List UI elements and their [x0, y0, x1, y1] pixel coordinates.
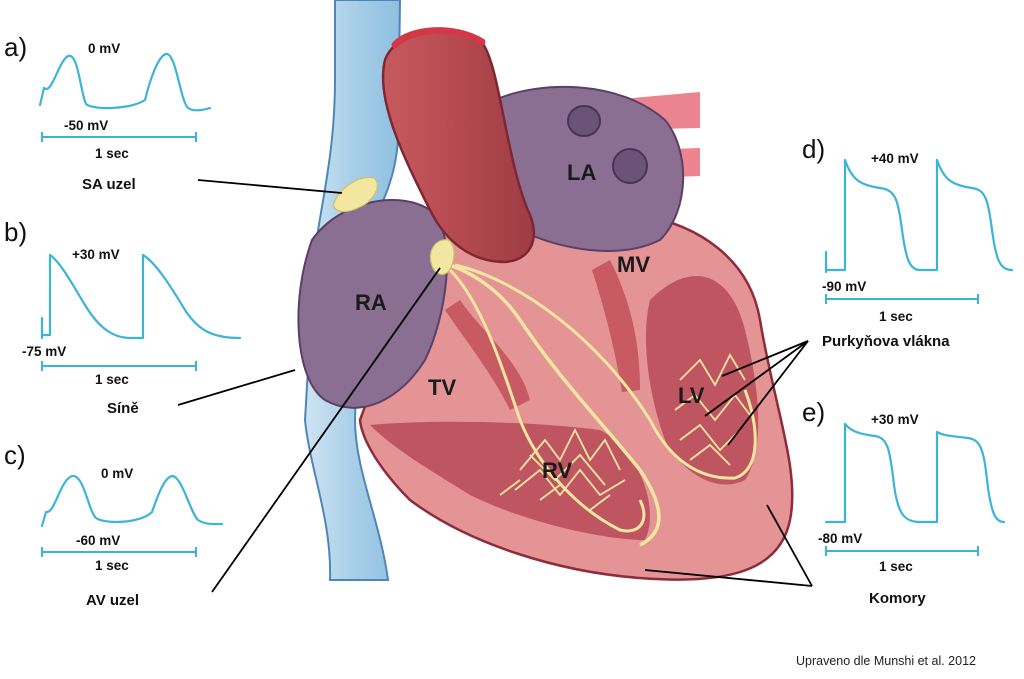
- action-potential-trace: [40, 253, 242, 340]
- panel-d-purkinje-fibers: d) +40 mV -90 mV 1 sec Purkyňova vlákna: [802, 134, 1014, 350]
- pointer-ventricles-2: [644, 569, 813, 587]
- bottom-voltage: -75 mV: [22, 344, 66, 359]
- panel-name: SA uzel: [82, 176, 136, 193]
- label-la: LA: [567, 160, 596, 185]
- time-scale-label: 1 sec: [879, 559, 913, 574]
- bottom-voltage: -90 mV: [822, 279, 866, 294]
- purkinje-network-lv: [674, 353, 751, 466]
- time-scale-bar: [41, 132, 197, 142]
- panel-b-atria: b) +30 mV -75 mV 1 sec Síně: [4, 217, 242, 417]
- sa-node: [332, 176, 378, 213]
- label-tv: TV: [428, 375, 456, 400]
- panel-name: AV uzel: [86, 592, 139, 609]
- label-mv: MV: [617, 252, 650, 277]
- panel-c-av-node: c) 0 mV -60 mV 1 sec AV uzel: [4, 440, 224, 609]
- right-ventricle-cavity: [370, 421, 650, 540]
- pointer-purkinje-2: [704, 340, 809, 417]
- pointer-atria: [177, 369, 296, 406]
- av-node: [429, 239, 455, 275]
- bottom-voltage: -80 mV: [818, 531, 862, 546]
- pulmonary-vein-opening-1: [567, 105, 601, 137]
- panel-letter: d): [802, 134, 825, 164]
- panel-letter: b): [4, 217, 27, 247]
- time-scale-bar: [825, 294, 979, 304]
- left-bundle-branch: [454, 263, 757, 480]
- top-voltage: 0 mV: [101, 466, 133, 481]
- label-rv: RV: [542, 458, 572, 483]
- time-scale-bar: [41, 361, 197, 371]
- pulmonary-vein-opening-2: [612, 148, 648, 184]
- bottom-voltage: -50 mV: [64, 118, 108, 133]
- panel-name: Purkyňova vlákna: [822, 333, 950, 350]
- time-scale-bar: [41, 547, 197, 557]
- left-ventricle-cavity: [645, 276, 759, 485]
- papillary-muscle-lv: [592, 260, 640, 392]
- top-voltage: 0 mV: [88, 41, 120, 56]
- label-ra: RA: [355, 290, 387, 315]
- label-lv: LV: [678, 383, 705, 408]
- action-potential-trace: [40, 474, 224, 528]
- action-potential-trace: [824, 158, 1014, 274]
- panel-a-sa-node: a) 0 mV -50 mV 1 sec SA uzel: [4, 32, 212, 193]
- pointer-sa-node: [197, 179, 343, 194]
- time-scale-label: 1 sec: [95, 372, 129, 387]
- pointer-purkinje-3: [727, 340, 809, 446]
- bottom-voltage: -60 mV: [76, 533, 120, 548]
- time-scale-label: 1 sec: [95, 146, 129, 161]
- panel-letter: c): [4, 440, 26, 470]
- action-potential-trace: [38, 52, 212, 112]
- action-potential-trace: [824, 422, 1006, 524]
- time-scale-bar: [825, 546, 979, 556]
- panel-name: Komory: [869, 590, 926, 607]
- panel-letter: a): [4, 32, 27, 62]
- source-credit: Upraveno dle Munshi et al. 2012: [796, 654, 976, 668]
- pointer-lines: [177, 179, 813, 593]
- aorta-rim: [391, 27, 486, 49]
- time-scale-label: 1 sec: [879, 309, 913, 324]
- pointer-av-node: [211, 267, 441, 593]
- top-voltage: +30 mV: [72, 247, 120, 262]
- panel-e-ventricles: e) +30 mV -80 mV 1 sec Komory: [802, 397, 1006, 607]
- heart-illustration: RA LA MV TV LV RV: [297, 0, 794, 581]
- right-atrium: [297, 199, 448, 409]
- his-bundle: [439, 260, 661, 547]
- pointer-purkinje-1: [721, 340, 809, 377]
- time-scale-label: 1 sec: [95, 558, 129, 573]
- right-bundle-branch: [448, 268, 646, 533]
- panel-name: Síně: [107, 400, 139, 417]
- top-voltage: +40 mV: [871, 151, 919, 166]
- top-voltage: +30 mV: [871, 412, 919, 427]
- pointer-ventricles-1: [766, 504, 813, 587]
- panel-letter: e): [802, 397, 825, 427]
- purkinje-network-rv: [499, 427, 626, 511]
